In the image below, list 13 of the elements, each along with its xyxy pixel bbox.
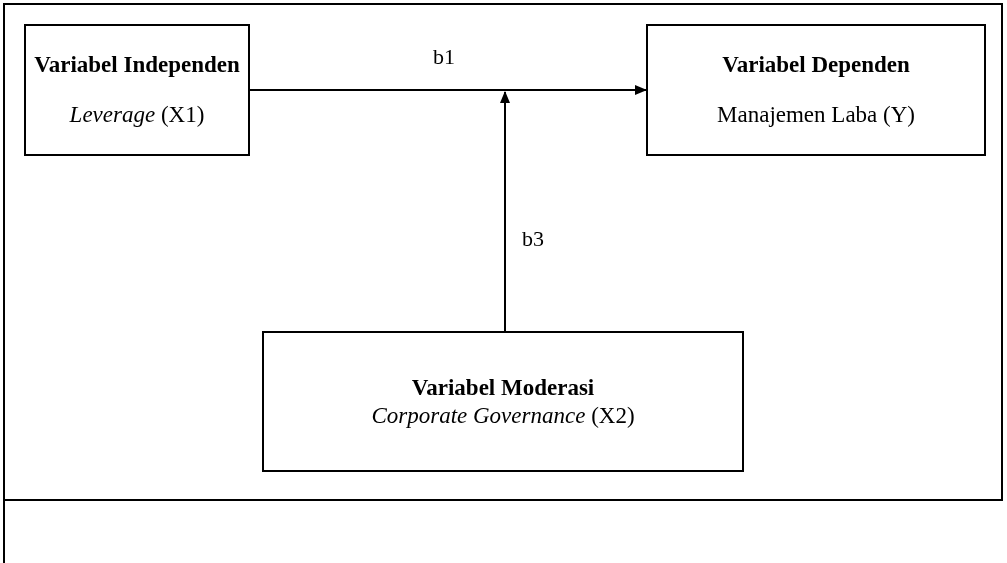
variable-name: Corporate Governance (X2) [371,402,635,429]
edge-label: b3 [522,226,544,252]
variable-name: Manajemen Laba (Y) [717,102,915,128]
box-heading: Variabel Moderasi [411,374,595,401]
variable-box [262,331,744,472]
arrow [249,85,647,95]
variable-box [24,24,250,156]
variable-box [646,24,986,156]
box-heading: Variabel Independen [34,52,240,78]
edge-label: b1 [433,44,455,70]
box-heading: Variabel Dependen [722,52,910,78]
arrow [500,91,510,332]
variable-name: Leverage (X1) [69,102,205,128]
